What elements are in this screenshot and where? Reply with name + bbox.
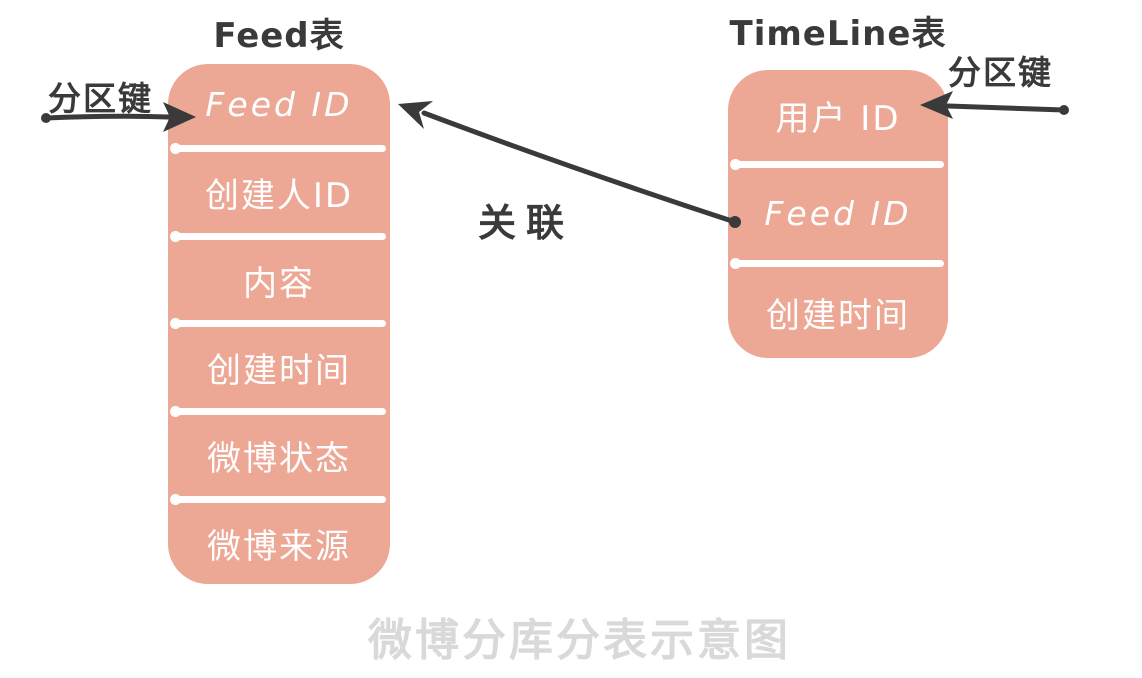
row-divider [170, 494, 386, 506]
row-divider [170, 406, 386, 418]
partition-key-label-right: 分区键 [948, 53, 1053, 92]
timeline-table: 用户 ID Feed ID 创建时间 [728, 70, 948, 358]
feed-table-row-content: 内容 [243, 263, 315, 304]
row-divider [170, 142, 386, 154]
row-divider [170, 318, 386, 330]
row-divider [170, 230, 386, 242]
feed-table-title: Feed表 [213, 16, 345, 56]
feed-table-row-feed-id: Feed ID [205, 84, 353, 124]
row-divider [730, 257, 944, 269]
row-divider [730, 159, 944, 171]
timeline-table-row-user-id: 用户 ID [775, 99, 901, 140]
feed-table-row-creator-id: 创建人ID [204, 175, 354, 216]
partition-key-label-left: 分区键 [48, 79, 153, 118]
relation-label: 关联 [478, 201, 575, 245]
feed-table-row-weibo-status: 微博状态 [207, 439, 351, 480]
diagram-caption: 微博分库分表示意图 [368, 615, 791, 666]
feed-table-row-create-time: 创建时间 [207, 351, 351, 392]
feed-table: Feed ID 创建人ID 内容 创建时间 微博状态 微博来源 [168, 64, 390, 584]
timeline-table-row-feed-id: Feed ID [764, 194, 912, 234]
timeline-table-title: TimeLine表 [729, 14, 947, 54]
feed-table-row-weibo-source: 微博来源 [207, 527, 351, 568]
timeline-table-row-create-time: 创建时间 [766, 295, 910, 336]
